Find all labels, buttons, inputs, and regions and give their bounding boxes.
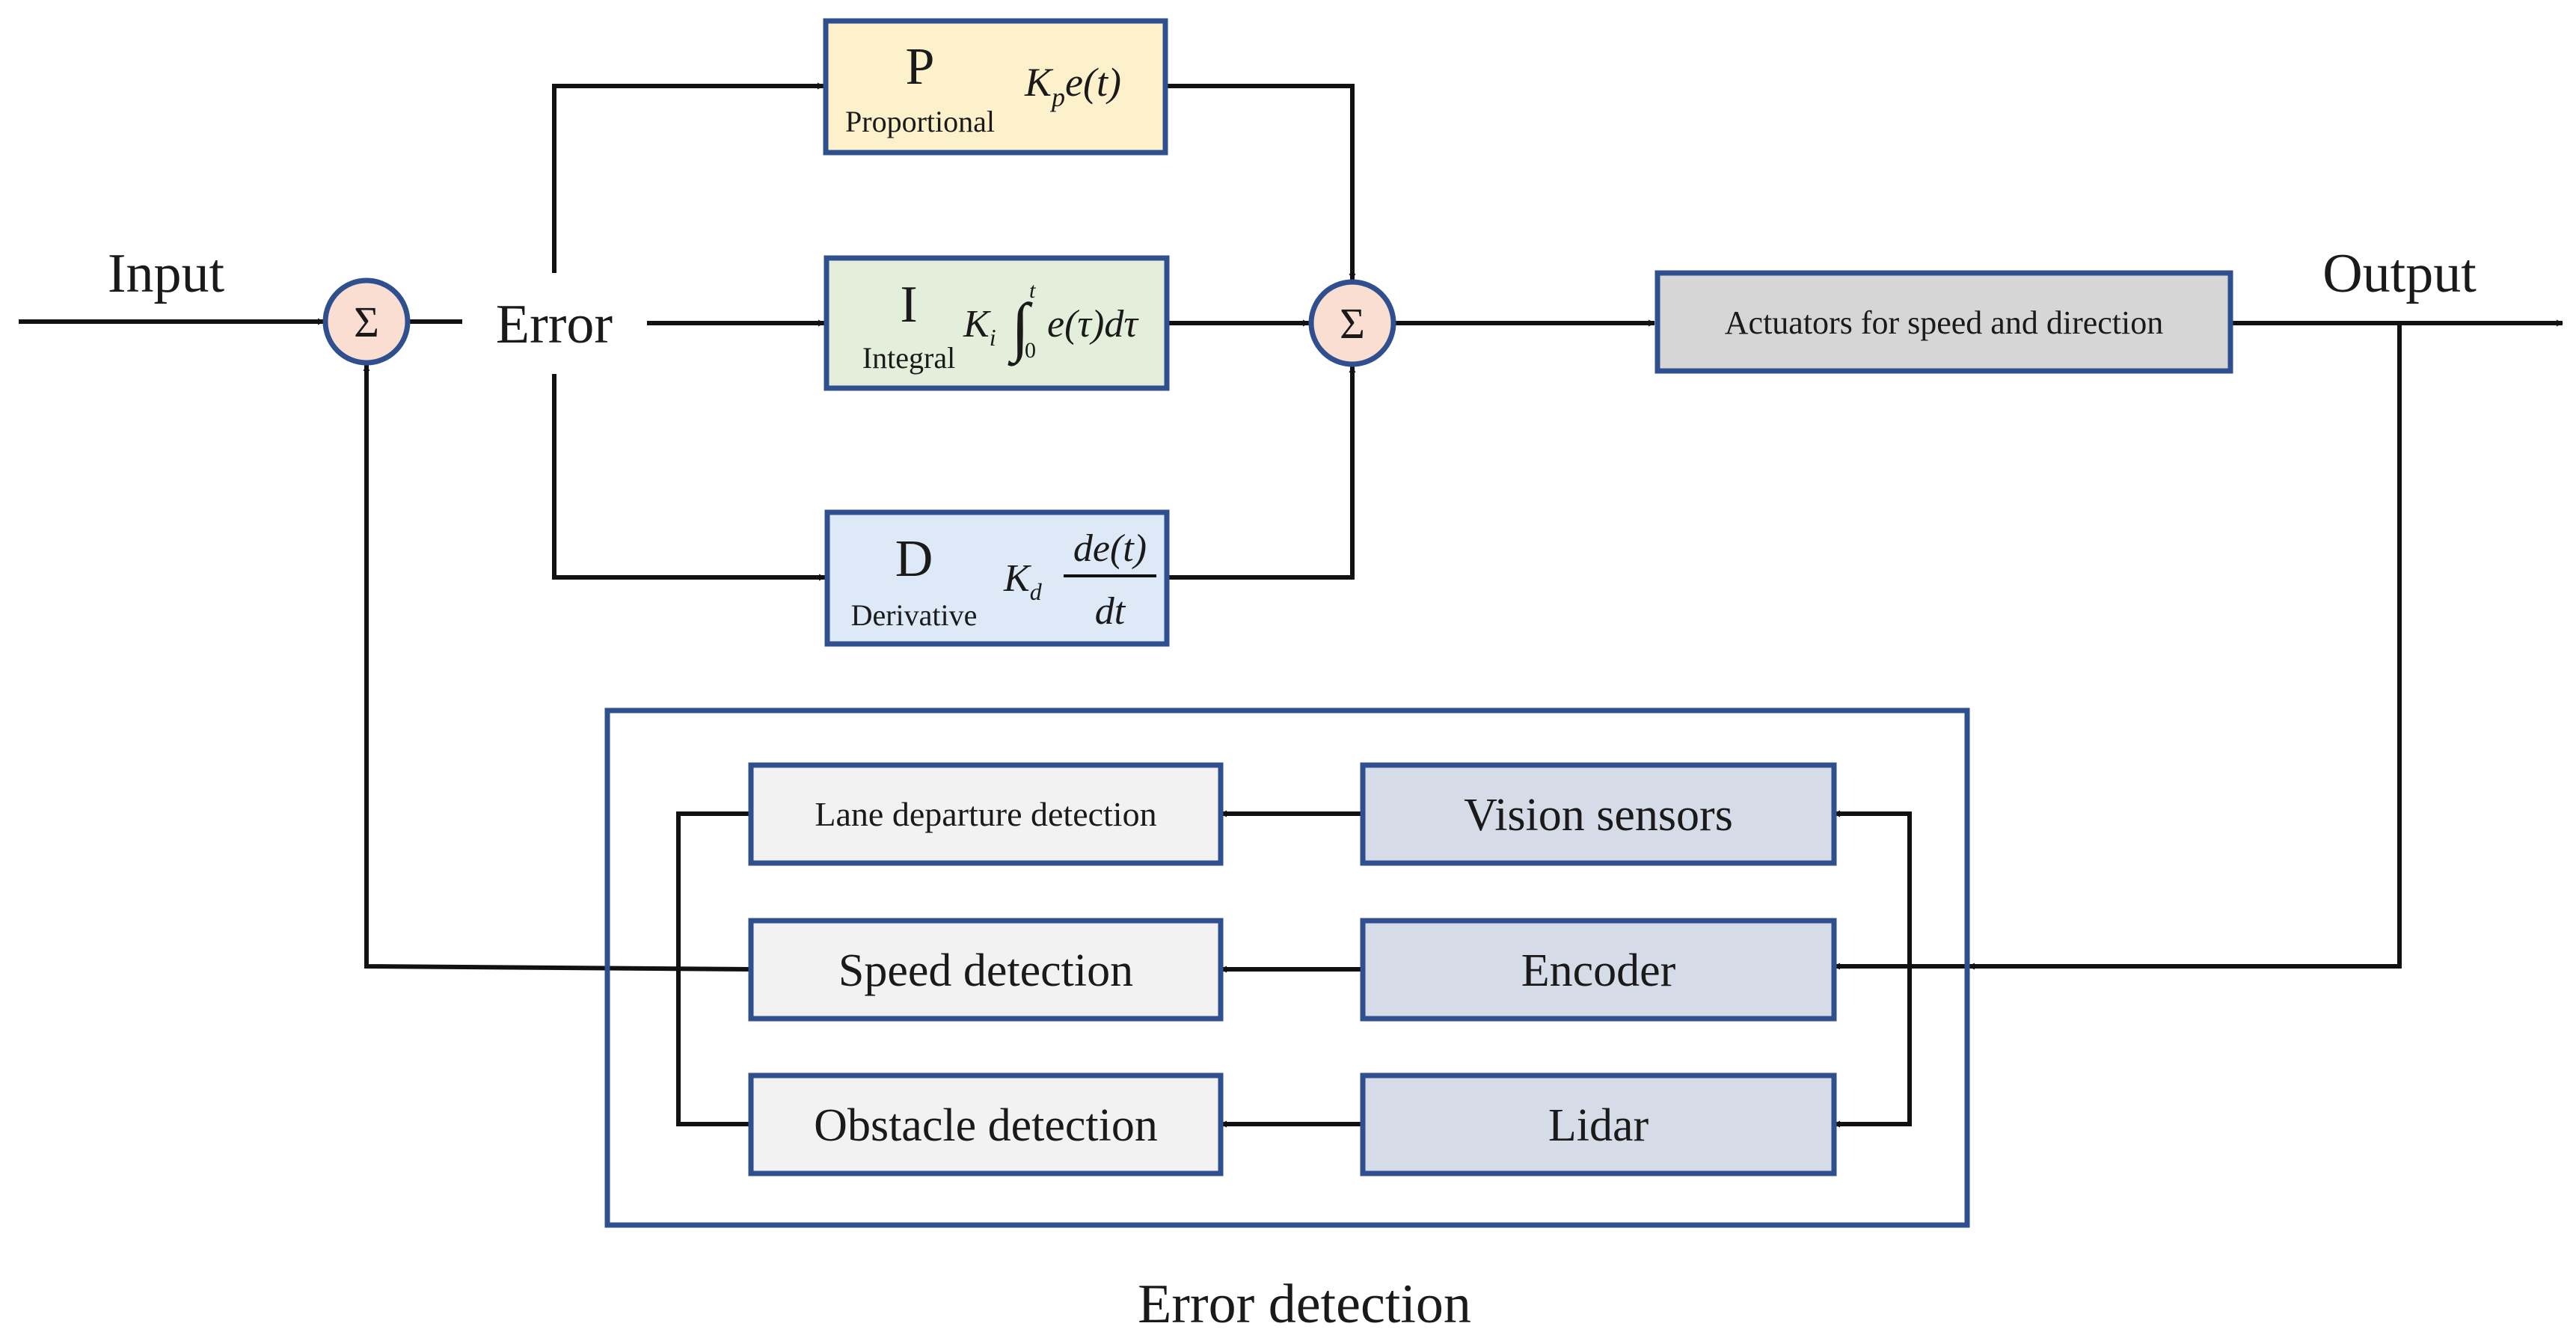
proportional-box <box>823 18 1168 156</box>
derivative-box <box>824 509 1170 647</box>
integral-lower-limit: 0 <box>1025 338 1036 363</box>
obstacle-detection-label: Obstacle detection <box>814 1100 1158 1151</box>
proportional-formula: Kpe(t) <box>1024 60 1121 112</box>
derivative-formula-k: Kd <box>1003 557 1043 605</box>
connection-lines <box>19 82 2563 1128</box>
sum-symbol: Σ <box>354 298 379 346</box>
derivative-numerator: de(t) <box>1073 527 1147 570</box>
error-label: Error <box>496 294 613 355</box>
formula-rest: e(t) <box>1065 60 1121 105</box>
summing-junction-input: Σ <box>322 277 411 366</box>
lidar-block: Lidar <box>1360 1072 1837 1176</box>
obstacle-detection-box <box>748 1072 1224 1176</box>
formula-sub: d <box>1030 578 1043 605</box>
actuators-box <box>1655 270 2233 374</box>
formula-k: K <box>1003 557 1031 600</box>
wire-proportional-to-sum <box>1165 84 1356 280</box>
wire-output-feedback <box>1968 323 2402 970</box>
formula-sub: i <box>990 324 996 351</box>
formula-k: K <box>1024 60 1054 105</box>
encoder-label: Encoder <box>1521 945 1676 996</box>
speed-detection-label: Speed detection <box>838 945 1133 996</box>
integral-upper-limit: t <box>1029 278 1036 303</box>
wire-feedback-to-vision <box>1833 810 1912 966</box>
vision-sensors-box <box>1360 762 1837 866</box>
wire-error-to-proportional <box>552 82 824 273</box>
vision-sensors-label: Vision sensors <box>1464 790 1733 841</box>
sum-circle <box>1308 279 1396 367</box>
derivative-letter: D <box>895 530 933 588</box>
integral-sign: ∫ <box>1008 291 1033 366</box>
output-label: Output <box>2322 243 2477 304</box>
speed-detection-box <box>748 918 1224 1022</box>
wire-derivative-to-sum <box>1167 366 1356 580</box>
integral-name: Integral <box>862 341 955 375</box>
proportional-block: P Proportional Kpe(t) <box>823 18 1168 156</box>
error-detection-label: Error detection <box>1138 1274 1471 1335</box>
integral-box <box>824 255 1170 391</box>
vision-sensors-block: Vision sensors <box>1360 762 1837 866</box>
wire-feedback-to-lidar <box>1833 966 1912 1128</box>
speed-detection-block: Speed detection <box>748 918 1224 1022</box>
wire-detection-to-sum <box>363 364 752 972</box>
derivative-name: Derivative <box>851 598 978 632</box>
encoder-box <box>1360 918 1837 1022</box>
proportional-name: Proportional <box>845 105 995 138</box>
sum-symbol: Σ <box>1340 299 1365 348</box>
lane-departure-detection-block: Lane departure detection <box>748 762 1224 866</box>
integral-formula-rest: e(τ)dτ <box>1047 303 1139 346</box>
input-label: Input <box>108 243 225 304</box>
proportional-letter: P <box>906 38 935 96</box>
encoder-block: Encoder <box>1360 918 1837 1022</box>
lane-departure-box <box>748 762 1224 866</box>
error-detection-container <box>604 708 1970 1228</box>
summing-junction-controller: Σ <box>1308 279 1396 367</box>
derivative-denominator: dt <box>1095 590 1126 633</box>
lidar-box <box>1360 1072 1837 1176</box>
obstacle-detection-block: Obstacle detection <box>748 1072 1224 1176</box>
actuators-label: Actuators for speed and direction <box>1725 304 2163 341</box>
formula-sub: p <box>1049 82 1065 112</box>
formula-k: K <box>963 303 991 346</box>
wire-error-to-derivative <box>552 374 826 581</box>
integral-block: I Integral Ki ∫ t 0 e(τ)dτ <box>824 255 1170 391</box>
lidar-label: Lidar <box>1548 1100 1649 1151</box>
actuators-block: Actuators for speed and direction <box>1655 270 2233 374</box>
integral-letter: I <box>900 276 917 334</box>
derivative-block: D Derivative Kd de(t) dt <box>824 509 1170 647</box>
lane-departure-label: Lane departure detection <box>815 795 1156 833</box>
sum-circle <box>322 277 411 366</box>
integral-formula-k: Ki <box>963 303 996 351</box>
